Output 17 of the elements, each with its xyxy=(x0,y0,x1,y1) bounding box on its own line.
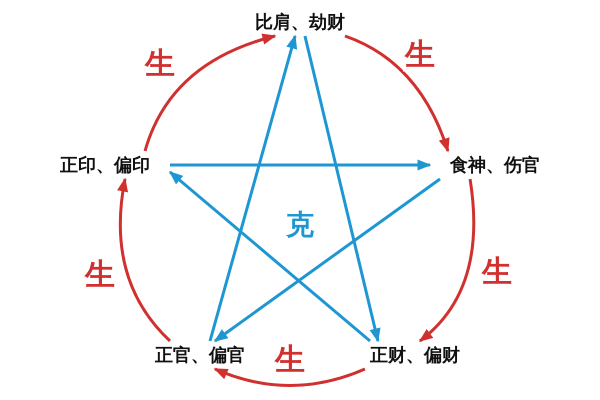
arrow xyxy=(418,178,476,342)
text-label: 食神、伤官 xyxy=(430,151,560,179)
arrow xyxy=(344,34,450,152)
arrow xyxy=(214,368,366,387)
center-label: 克 xyxy=(286,207,314,243)
text-label: 正官、偏官 xyxy=(135,341,265,369)
edge-label: 生 xyxy=(403,38,437,72)
text-label: 比肩、劫财 xyxy=(235,8,365,36)
arrow xyxy=(208,34,298,342)
arrow xyxy=(144,34,276,152)
arrow xyxy=(303,36,380,342)
text-label: 正财、偏财 xyxy=(350,341,480,369)
arrow xyxy=(214,178,441,342)
text-label: 正印、偏印 xyxy=(40,151,170,179)
arrow xyxy=(170,159,432,171)
arrow xyxy=(117,178,172,342)
arrow xyxy=(168,170,371,342)
